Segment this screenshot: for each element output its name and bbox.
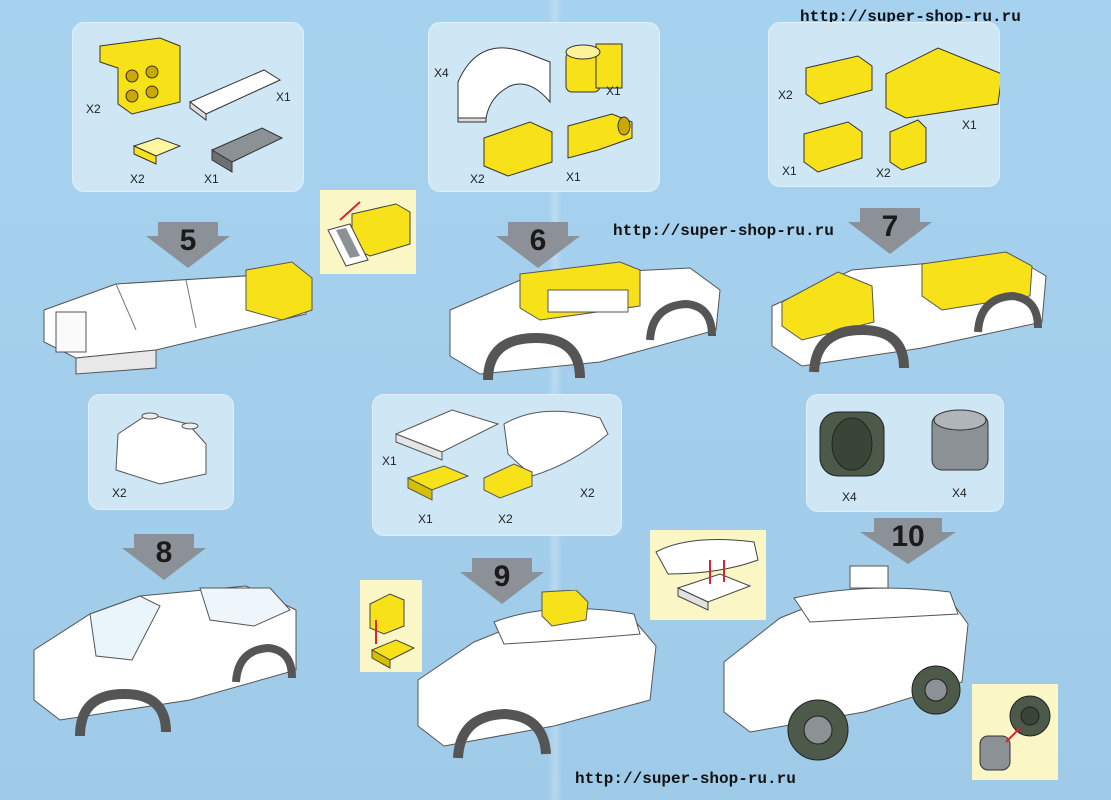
qty-label: X1: [276, 90, 291, 104]
qty-label: X2: [470, 172, 485, 186]
qty-label: X1: [418, 512, 433, 526]
step-9-marker: 9: [460, 558, 544, 604]
qty-label: X2: [112, 486, 127, 500]
step-7-assembly-drawing: [771, 251, 1047, 373]
step-9-assembly-drawing: [417, 590, 657, 759]
parts-illustration-step7: [803, 47, 1003, 173]
parts-panel-step5: X2 X1 X2 X1: [72, 22, 304, 192]
qty-label: X1: [204, 172, 219, 186]
qty-label: X1: [382, 454, 397, 468]
step-6-assembly-drawing: [449, 261, 721, 381]
qty-label: X1: [566, 170, 581, 184]
qty-label: X1: [782, 164, 797, 178]
step-number: 6: [529, 224, 547, 257]
watermark-top: http://super-shop-ru.ru: [800, 8, 1021, 26]
parts-panel-step6: X4 X1 X2 X1: [428, 22, 660, 192]
step-10-assembly-drawing: [723, 565, 969, 761]
step-number: 9: [493, 560, 511, 593]
qty-label: X2: [580, 486, 595, 500]
parts-illustration-step10: [819, 409, 989, 477]
step-8-marker: 8: [122, 534, 206, 580]
parts-panel-step8: X2: [88, 394, 234, 510]
parts-illustration-step8: [115, 412, 207, 485]
qty-label: X4: [952, 486, 967, 500]
parts-panel-step9: X1 X2 X1 X2: [372, 394, 622, 536]
step-10-marker: 10: [860, 518, 956, 564]
qty-label: X4: [434, 66, 449, 80]
parts-illustration-step5: [99, 37, 284, 173]
parts-panel-step10: X4 X4: [806, 394, 1004, 512]
step-10-wheel-inset: [972, 684, 1058, 780]
step-6-marker: 6: [496, 222, 580, 268]
qty-label: X2: [130, 172, 145, 186]
parts-illustration-step9: [394, 409, 609, 501]
qty-label: X2: [876, 166, 891, 180]
step-number: 5: [179, 224, 197, 257]
step-5-marker: 5: [146, 222, 230, 268]
step-9-left-inset: [360, 580, 422, 672]
qty-label: X2: [86, 102, 101, 116]
step-number: 10: [891, 520, 925, 553]
step-7-marker: 7: [848, 208, 932, 254]
step-5-detail-inset: [320, 190, 416, 274]
step-number: 8: [155, 536, 173, 569]
step-9-right-inset: [650, 530, 766, 620]
parts-panel-step7: X2 X1 X1 X2: [768, 22, 1003, 187]
qty-label: X4: [842, 490, 857, 504]
watermark-bottom: http://super-shop-ru.ru: [575, 770, 796, 788]
qty-label: X1: [962, 118, 977, 132]
step-number: 7: [881, 210, 899, 243]
watermark-middle: http://super-shop-ru.ru: [613, 222, 834, 240]
parts-illustration-step6: [457, 43, 633, 177]
qty-label: X2: [498, 512, 513, 526]
qty-label: X1: [606, 84, 621, 98]
step-5-assembly-drawing: [43, 261, 313, 375]
qty-label: X2: [778, 88, 793, 102]
step-8-assembly-drawing: [33, 585, 297, 737]
